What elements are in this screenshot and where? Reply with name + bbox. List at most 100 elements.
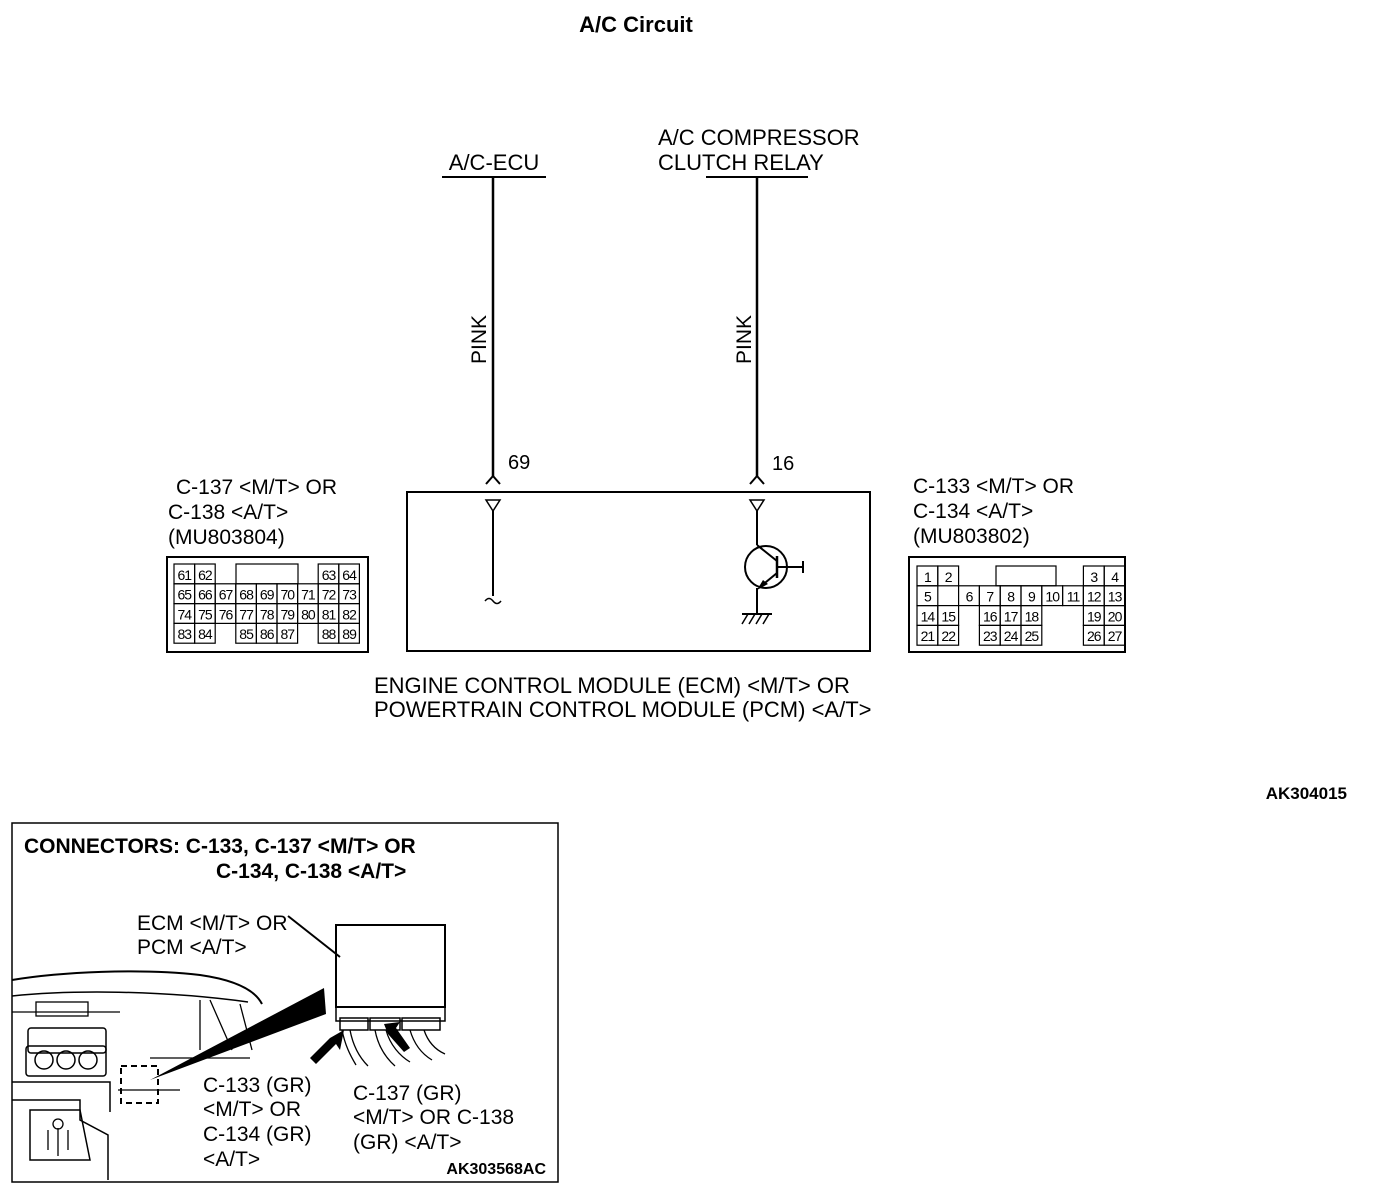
dashboard-illustration [11, 970, 326, 1180]
pin-number: 4 [1111, 569, 1119, 585]
ac-ecu-label: A/C-ECU [449, 150, 539, 175]
pin-number: 14 [921, 608, 936, 624]
pin-cell [338, 622, 360, 644]
right-connector-part: (MU803802) [913, 525, 1030, 548]
pin-number: 2 [945, 569, 953, 585]
diagram-title: A/C Circuit [579, 12, 693, 37]
pin-number: 11 [1067, 589, 1081, 605]
connector-key [235, 563, 299, 585]
pin-number: 69 [260, 587, 275, 603]
transistor-icon [744, 511, 804, 614]
pin-number: 17 [1004, 608, 1019, 624]
pin-number: 81 [322, 606, 337, 622]
pin-number: 72 [322, 587, 337, 603]
left-connector-label: C-138 <A/T> [168, 501, 288, 524]
connector-key [995, 565, 1057, 587]
inset-c133-label: C-134 (GR) [203, 1123, 312, 1146]
pin-number: 26 [1087, 628, 1102, 644]
pin-number: 77 [239, 606, 254, 622]
pin-number: 19 [1087, 608, 1102, 624]
pin-number: 1 [924, 569, 932, 585]
pin-number: 3 [1090, 569, 1098, 585]
pin-number: 8 [1007, 589, 1015, 605]
pin-number: 67 [219, 587, 234, 603]
pin-number: 71 [301, 587, 316, 603]
pin-number: 24 [1004, 628, 1019, 644]
internal-circuit-icon [484, 597, 502, 605]
pin-number: 7 [986, 589, 994, 605]
ecm-leader-line [287, 915, 341, 958]
inset-c133-label: <A/T> [203, 1148, 260, 1171]
pin-number: 66 [198, 587, 213, 603]
pin-number: 73 [342, 587, 357, 603]
inset-c133-label: C-133 (GR) [203, 1074, 312, 1097]
terminal-triangle-icon [484, 499, 502, 513]
relay-label-line2: CLUTCH RELAY [658, 150, 824, 175]
pin-number: 70 [281, 587, 296, 603]
wire-color-label: PINK [468, 315, 491, 364]
pin-number: 86 [260, 626, 275, 642]
pin-number: 16 [983, 608, 998, 624]
pin-number: 76 [219, 606, 234, 622]
pin-number: 20 [1108, 608, 1123, 624]
pin-number: 5 [924, 589, 932, 605]
pin-number: 80 [301, 606, 316, 622]
pin-number: 9 [1028, 589, 1036, 605]
pin-number: 75 [198, 606, 213, 622]
connector-mark-icon [485, 474, 501, 485]
pin-number: 68 [239, 587, 254, 603]
figure-code: AK304015 [1266, 784, 1347, 803]
pin-number: 6 [966, 589, 974, 605]
relay-label-line1: A/C COMPRESSOR [658, 125, 860, 150]
arrow-icon [384, 1022, 410, 1052]
pin-number: 74 [178, 606, 193, 622]
ground-icon [741, 613, 772, 625]
pin-number: 64 [342, 567, 357, 583]
pin-number: 78 [260, 606, 275, 622]
pin-number: 85 [239, 626, 254, 642]
pin-number: 82 [342, 606, 357, 622]
pin-number: 84 [198, 626, 213, 642]
left-connector-label: C-137 <M/T> OR [176, 476, 337, 499]
pin-number: 83 [178, 626, 193, 642]
pin-number: 18 [1025, 608, 1040, 624]
inset-ecm-label: ECM <M/T> OR [137, 912, 288, 935]
pin-cell [937, 565, 960, 587]
inset-panel [11, 822, 559, 1183]
pin-number: 61 [178, 567, 193, 583]
pin-number: 25 [1025, 628, 1040, 644]
ecm-module-box [406, 491, 871, 652]
pin-number: 27 [1108, 628, 1123, 644]
pin-number: 12 [1087, 589, 1102, 605]
pin-number: 13 [1108, 589, 1123, 605]
module-label-line2: POWERTRAIN CONTROL MODULE (PCM) <A/T> [374, 697, 872, 722]
pin-number: 15 [941, 608, 956, 624]
pin-number: 22 [941, 628, 956, 644]
pin-number: 89 [342, 626, 357, 642]
left-connector-outline [166, 556, 369, 653]
terminal-triangle-icon [748, 499, 766, 513]
inset-title-line2: C-134, C-138 <A/T> [216, 860, 406, 883]
wire-color-label: PINK [733, 315, 756, 364]
pin-number: 63 [322, 567, 337, 583]
inset-c137-label: C-137 (GR) [353, 1082, 462, 1105]
pin-number: 10 [1045, 589, 1060, 605]
pin-number: 88 [322, 626, 337, 642]
pin-cell [1020, 624, 1043, 646]
pin-number: 23 [983, 628, 998, 644]
right-connector-label: C-133 <M/T> OR [913, 475, 1074, 498]
terminal-number: 16 [772, 453, 794, 475]
connector-mark-icon [749, 474, 765, 485]
terminal-number: 69 [508, 452, 530, 474]
inset-title-line1: CONNECTORS: C-133, C-137 <M/T> OR [24, 835, 416, 858]
pin-number: 65 [178, 587, 193, 603]
pin-number: 87 [281, 626, 296, 642]
left-connector-part: (MU803804) [168, 526, 285, 549]
pin-number: 21 [921, 628, 936, 644]
pin-number: 62 [198, 567, 213, 583]
pin-cell [276, 622, 299, 644]
inset-ecm-label: PCM <A/T> [137, 936, 247, 959]
